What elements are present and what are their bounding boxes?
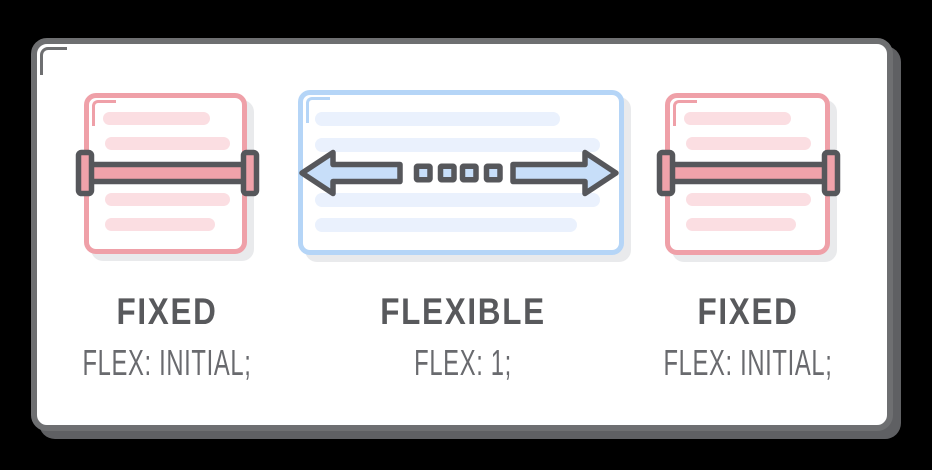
fixed-width-ibeam-icon: [75, 149, 260, 197]
column-title: FIXED: [697, 291, 799, 332]
placeholder-line: [315, 193, 600, 207]
label-group-flexible: FLEXIBLE FLEX: 1;: [333, 293, 593, 381]
placeholder-line: [103, 112, 210, 125]
column-title: FIXED: [116, 291, 218, 332]
fixed-width-ibeam-icon: [656, 149, 841, 197]
placeholder-line: [315, 112, 560, 126]
placeholder-line: [105, 137, 230, 150]
label-group-fixed-right: FIXED FLEX: INITIAL;: [618, 293, 878, 381]
placeholder-line: [684, 112, 791, 125]
placeholder-line: [315, 138, 600, 152]
placeholder-line: [686, 193, 811, 206]
column-title: FLEXIBLE: [380, 291, 546, 332]
placeholder-line: [686, 218, 796, 231]
placeholder-line: [315, 218, 577, 232]
flexible-width-arrows-icon: [299, 149, 619, 197]
corner-bracket-icon: [673, 100, 697, 126]
column-css-rule: FLEX: INITIAL;: [663, 342, 833, 383]
placeholder-line: [105, 193, 230, 206]
corner-bracket-icon: [92, 100, 116, 126]
column-css-rule: FLEX: 1;: [414, 342, 512, 383]
placeholder-line: [686, 137, 811, 150]
corner-bracket-icon: [306, 97, 330, 123]
placeholder-line: [105, 218, 215, 231]
column-css-rule: FLEX: INITIAL;: [82, 342, 252, 383]
label-group-fixed-left: FIXED FLEX: INITIAL;: [37, 293, 297, 381]
corner-bracket-icon: [40, 47, 67, 75]
